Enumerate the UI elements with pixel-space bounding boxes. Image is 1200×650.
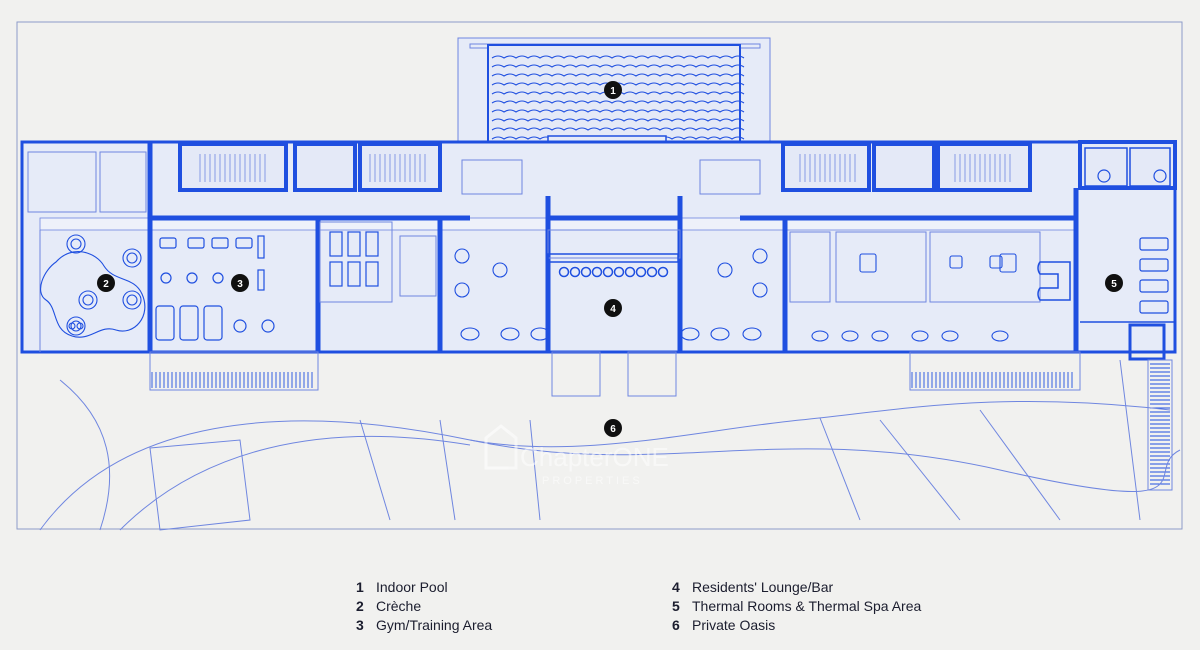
creche-play-area [40, 234, 146, 338]
svg-text:6: 6 [610, 424, 616, 435]
private-oasis [39, 359, 1181, 531]
marker-2: 2 [97, 274, 115, 292]
marker-5: 5 [1105, 274, 1123, 292]
watermark: ChapterONE PROPERTIES [484, 424, 669, 487]
thermal-spa-room [1037, 147, 1175, 361]
svg-text:5: 5 [1111, 279, 1117, 290]
steps [151, 363, 1170, 485]
svg-text:4: 4 [610, 304, 616, 315]
watermark-sub: PROPERTIES [542, 475, 643, 487]
svg-text:1: 1 [610, 86, 616, 97]
svg-text:2: 2 [103, 279, 109, 290]
spa-loungers [1097, 169, 1169, 314]
watermark-brand: ChapterONE [520, 442, 669, 472]
marker-1: 1 [604, 81, 622, 99]
stairs [199, 154, 1011, 182]
interior-walls [147, 142, 1079, 352]
svg-text:3: 3 [237, 279, 243, 290]
marker-6: 6 [604, 419, 622, 437]
lounge-seating [454, 248, 1017, 342]
marker-3: 3 [231, 274, 249, 292]
floor-plan: ChapterONE PROPERTIES 1 2 3 4 5 6 [16, 21, 1183, 531]
terraces [149, 351, 1173, 491]
site-boundary [16, 21, 1183, 530]
pool-water [491, 55, 745, 140]
marker-4: 4 [604, 299, 622, 317]
lounge-bar [547, 253, 679, 278]
gym-equipment [155, 231, 379, 341]
